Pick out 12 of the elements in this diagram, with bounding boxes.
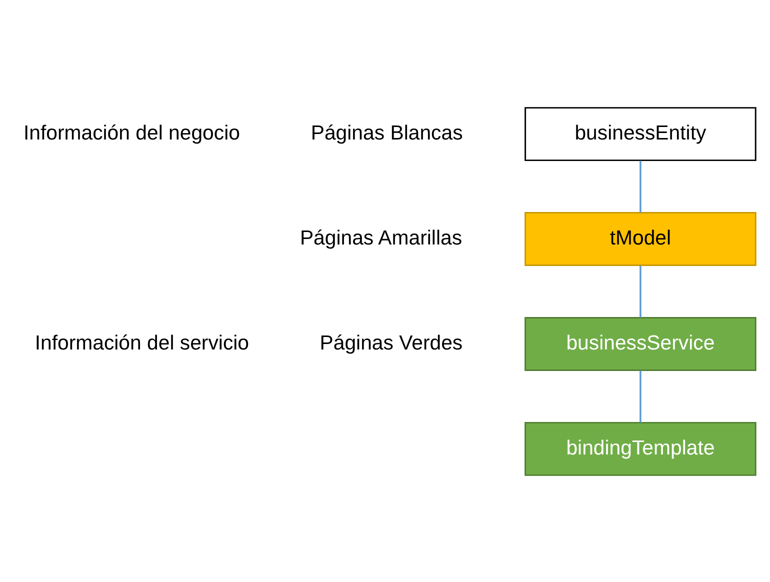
label: Información del servicio [34,332,250,354]
label: Páginas Blancas [310,122,463,144]
node-box: businessEntity [524,106,756,161]
connector [640,370,642,422]
label: Páginas Verdes [320,332,463,354]
label: Páginas Amarillas [300,226,462,249]
node-box: tModel [524,212,756,266]
node-box: businessService [524,316,756,370]
node-box: bindingTemplate [524,421,756,476]
connector [640,265,642,318]
connector [640,160,642,212]
label: Información del negocio [23,122,240,144]
